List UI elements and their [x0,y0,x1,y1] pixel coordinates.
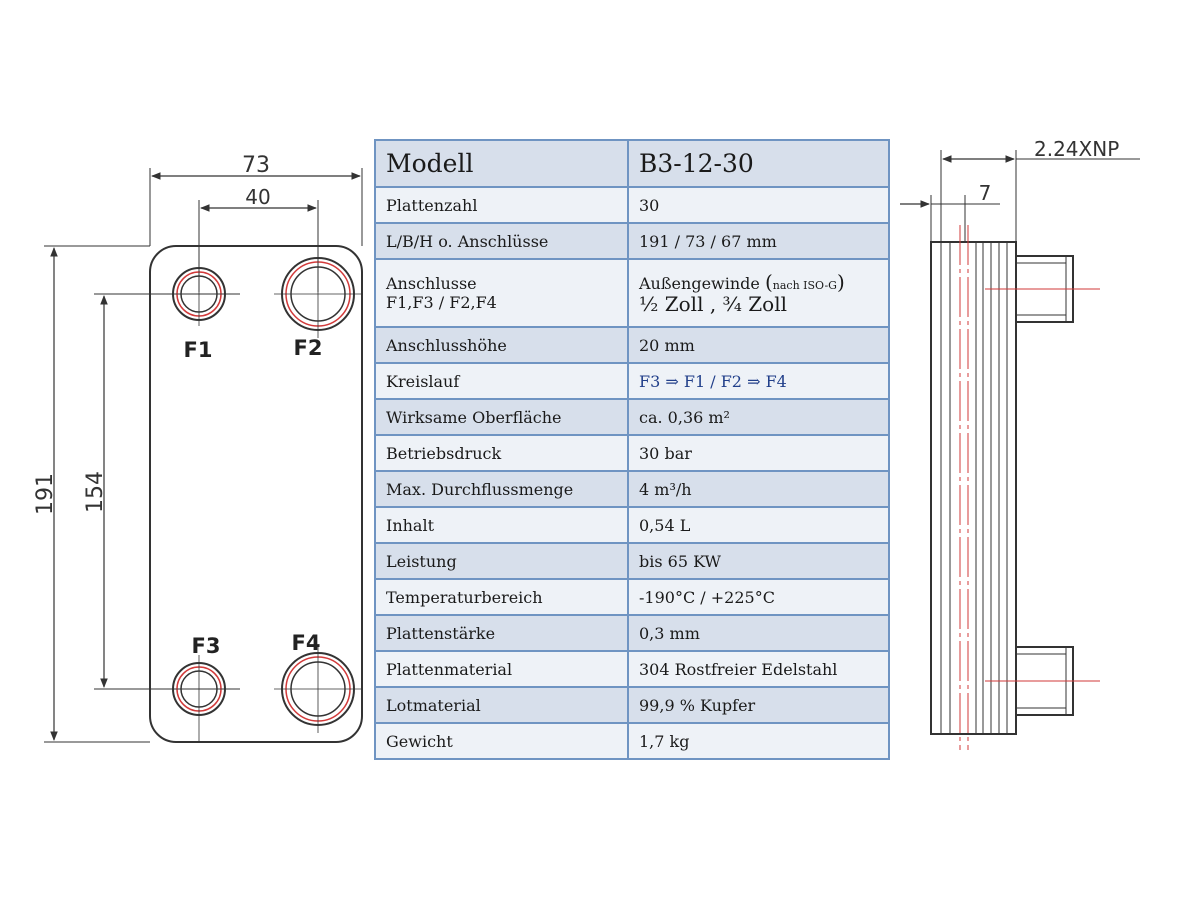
row-label: Temperaturbereich [374,578,629,616]
label-width: 73 [242,153,270,178]
row-label-line2: F1,F3 / F2,F4 [386,293,497,312]
row-label: Wirksame Oberfläche [374,398,629,436]
row-value: bis 65 KW [627,542,890,580]
table-row: Plattenmaterial 304 Rostfreier Edelstahl [374,650,890,688]
row-value: Außengewinde (nach ISO-G) ½ Zoll , ¾ Zol… [627,258,890,328]
row-label: Lotmaterial [374,686,629,724]
plate-stack [930,241,1017,735]
plate-outline [149,245,363,743]
label-port-vertical: 154 [83,471,108,513]
row-label: Plattenzahl [374,186,629,224]
label-height: 191 [33,473,58,515]
row-value: -190°C / +225°C [627,578,890,616]
row-value-paren-close: ) [836,269,845,294]
row-label: Kreislauf [374,362,629,400]
table-row: Inhalt 0,54 L [374,506,890,544]
row-label: Max. Durchflussmenge [374,470,629,508]
nozzle-bottom [985,646,1100,716]
row-label: Plattenmaterial [374,650,629,688]
front-view [44,168,363,743]
table-row: Gewicht 1,7 kg [374,722,890,760]
table-row: Temperaturbereich -190°C / +225°C [374,578,890,616]
row-value: 304 Rostfreier Edelstahl [627,650,890,688]
row-label: Gewicht [374,722,629,760]
table-row: L/B/H o. Anschlüsse 191 / 73 / 67 mm [374,222,890,260]
row-value: 0,54 L [627,506,890,544]
table-header-row: Modell B3-12-30 [374,139,890,188]
row-value: 4 m³/h [627,470,890,508]
row-label: L/B/H o. Anschlüsse [374,222,629,260]
row-value: 99,9 % Kupfer [627,686,890,724]
table-row: Max. Durchflussmenge 4 m³/h [374,470,890,508]
label-thread: 2.24XNP [1034,137,1119,161]
side-view [900,150,1140,750]
spec-table: Modell B3-12-30 Plattenzahl 30 L/B/H o. … [374,139,890,760]
row-label: Anschlusse F1,F3 / F2,F4 [374,258,629,328]
port-f3 [167,655,231,742]
label-port-spacing: 40 [245,185,270,209]
port-label-f1: F1 [184,338,213,362]
table-row: Betriebsdruck 30 bar [374,434,890,472]
table-row: Wirksame Oberfläche ca. 0,36 m² [374,398,890,436]
nozzle-top [985,255,1100,323]
row-value: 20 mm [627,326,890,364]
table-row: Anschlusse F1,F3 / F2,F4 Außengewinde (n… [374,258,890,328]
row-value: 0,3 mm [627,614,890,652]
row-label: Anschlusshöhe [374,326,629,364]
table-row: Anschlusshöhe 20 mm [374,326,890,364]
port-label-f4: F4 [292,631,321,655]
row-value-small: nach ISO-G [772,278,837,292]
port-f1 [167,262,231,326]
header-label: Modell [374,139,629,188]
row-value: ca. 0,36 m² [627,398,890,436]
row-value-part1: Außengewinde [639,273,765,293]
label-offset: 7 [979,181,992,205]
table-row: Plattenstärke 0,3 mm [374,614,890,652]
table-row: Lotmaterial 99,9 % Kupfer [374,686,890,724]
row-value-line2: ½ Zoll , ¾ Zoll [639,291,788,316]
row-label: Inhalt [374,506,629,544]
row-label: Plattenstärke [374,614,629,652]
port-label-f2: F2 [294,336,323,360]
table-row: Kreislauf F3 ⇒ F1 / F2 ⇒ F4 [374,362,890,400]
port-label-f3: F3 [192,634,221,658]
header-value: B3-12-30 [627,139,890,188]
port-f2 [274,250,362,338]
table-row: Leistung bis 65 KW [374,542,890,580]
table-row: Plattenzahl 30 [374,186,890,224]
row-value: 1,7 kg [627,722,890,760]
port-f4 [274,645,362,733]
row-value-paren-open: ( [764,269,773,294]
row-value: 30 bar [627,434,890,472]
row-value: F3 ⇒ F1 / F2 ⇒ F4 [627,362,890,400]
row-value: 191 / 73 / 67 mm [627,222,890,260]
row-label: Betriebsdruck [374,434,629,472]
row-label: Leistung [374,542,629,580]
row-value: 30 [627,186,890,224]
row-label-line1: Anschlusse [386,274,477,293]
